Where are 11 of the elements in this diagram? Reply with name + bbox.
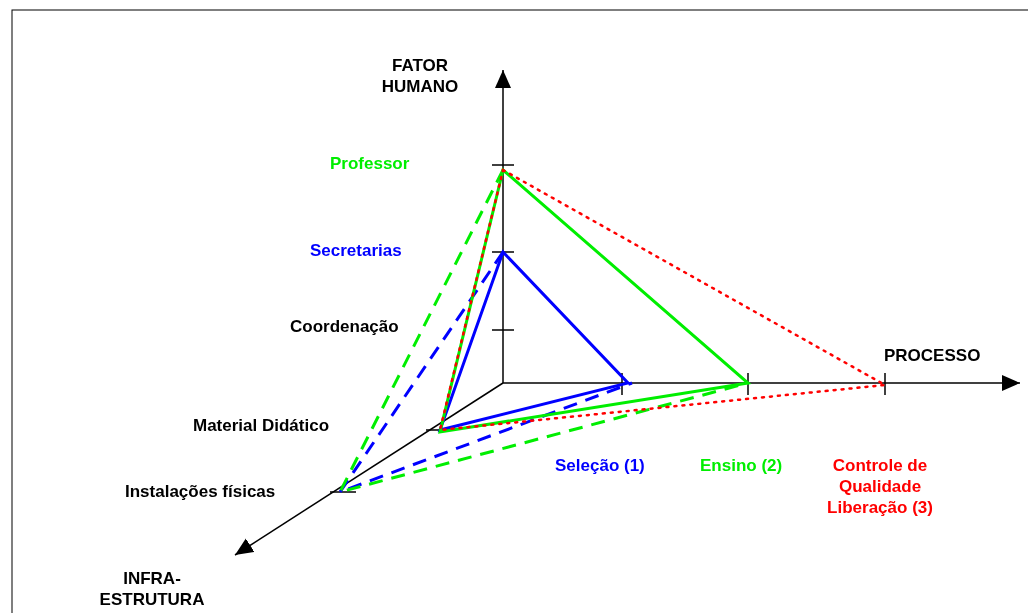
scale-label: Professor [330, 153, 410, 174]
axis-label: INFRA- ESTRUTURA [98, 568, 206, 610]
series-label: Seleção (1) [555, 455, 645, 476]
scale-label: Material Didático [193, 415, 330, 436]
axis-label: PROCESSO [884, 345, 981, 366]
scale-label: Instalações físicas [125, 481, 276, 502]
axis-label: FATOR HUMANO [380, 55, 460, 97]
series-label: Ensino (2) [700, 455, 783, 476]
series-label: Controle de Qualidade Liberação (3) [826, 455, 934, 518]
scale-label: Coordenação [290, 316, 399, 337]
scale-label: Secretarias [310, 240, 402, 261]
